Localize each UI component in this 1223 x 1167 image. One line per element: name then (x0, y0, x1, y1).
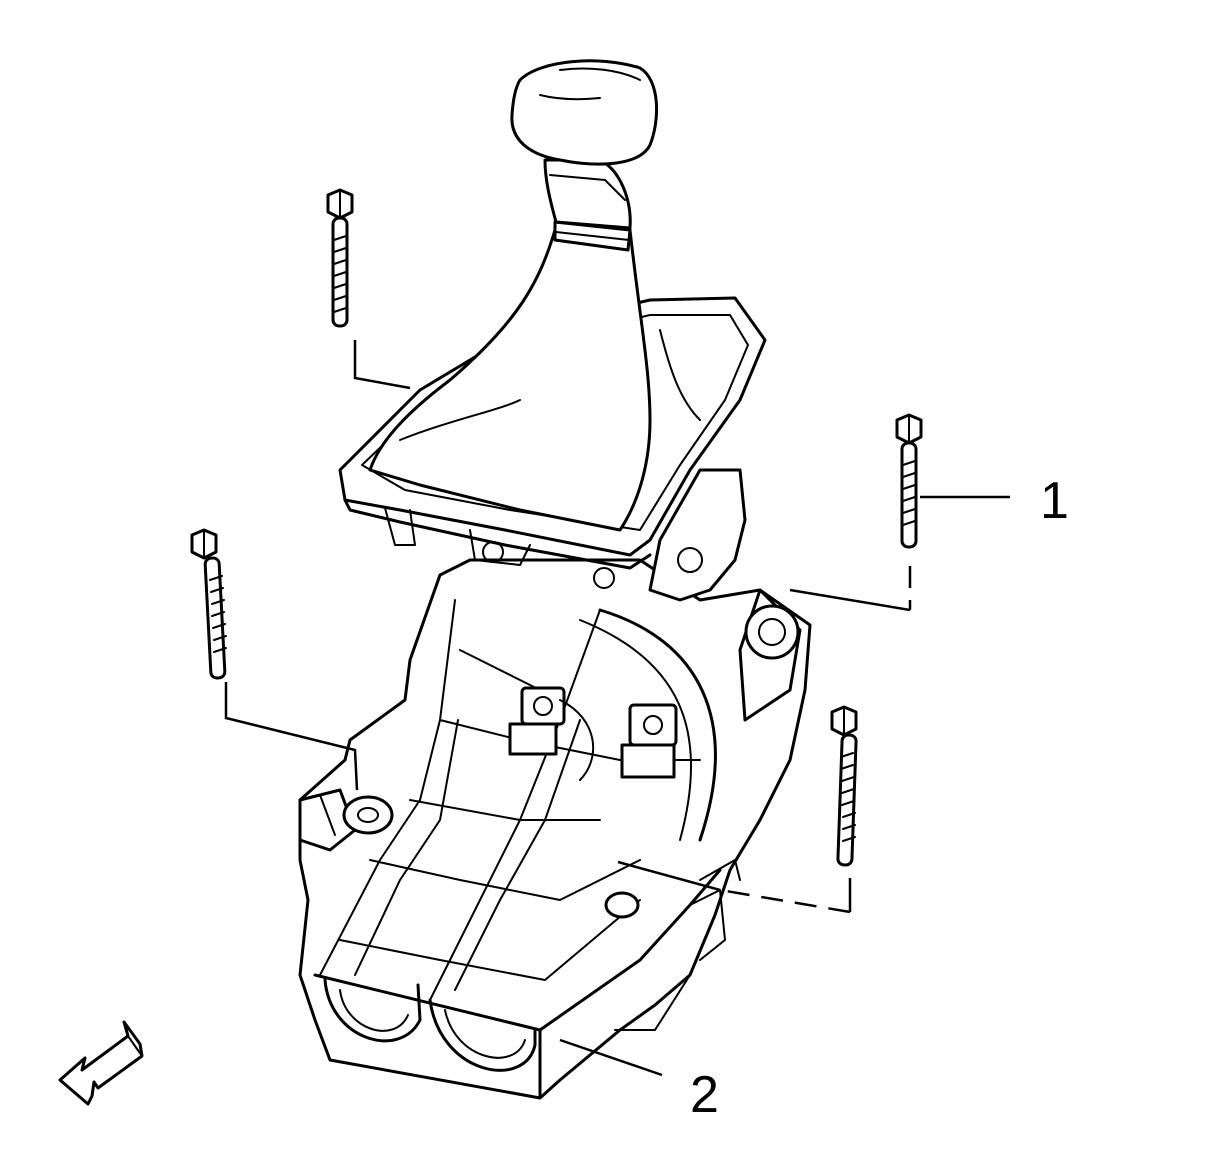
bolt-right-upper (895, 413, 923, 549)
callout-2-label: 2 (690, 1066, 719, 1124)
bolt-right-lower (830, 705, 858, 867)
bolt-top-left (326, 188, 354, 328)
bolt-left (190, 528, 227, 680)
console-housing (298, 558, 812, 1100)
front-direction-arrow-icon (58, 1020, 144, 1106)
callout-1-group: 1 (920, 472, 1069, 530)
bolt-leader-lines (224, 340, 912, 914)
callout-1-label: 1 (1040, 472, 1069, 530)
callout-2-group: 2 (559, 1038, 719, 1124)
shift-boot-assembly (338, 59, 767, 602)
